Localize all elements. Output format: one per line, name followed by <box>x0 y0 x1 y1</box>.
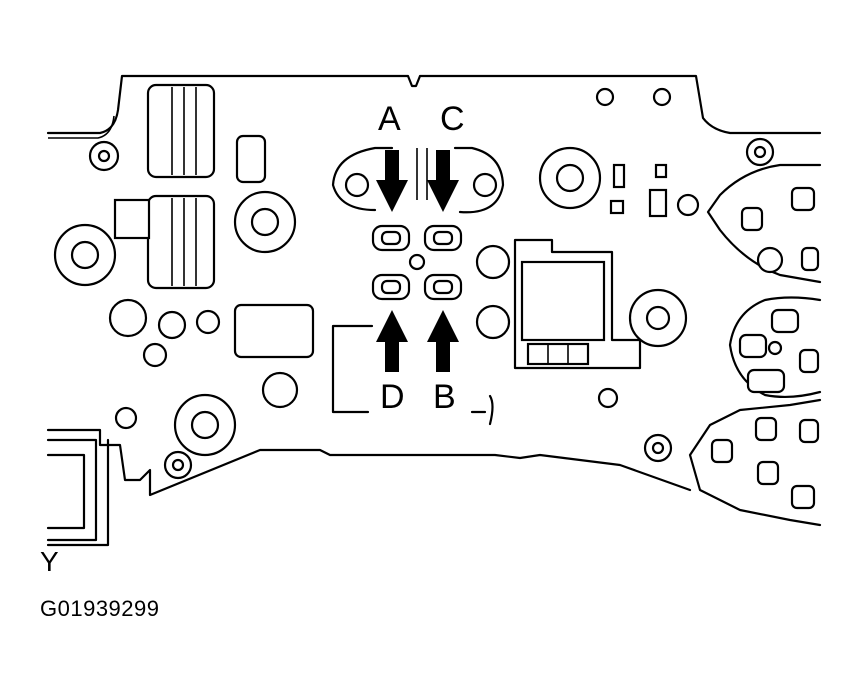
housing-bracket <box>513 238 642 370</box>
component-block-upper <box>146 83 216 179</box>
label-a: A <box>378 100 401 138</box>
connector-tab <box>113 198 151 240</box>
rect-pad <box>233 303 315 359</box>
arrow-b-up <box>427 310 459 372</box>
label-b: B <box>433 378 456 416</box>
dial-region-middle <box>728 296 822 399</box>
plate-outline <box>46 74 822 527</box>
socket-outline <box>331 146 505 214</box>
plate-edge-inner <box>48 115 115 139</box>
arrow-d-up <box>376 310 408 372</box>
arrow-c-down <box>427 150 459 212</box>
arrow-a-down <box>376 150 408 212</box>
small-pad <box>235 134 267 184</box>
component-block-lower <box>146 194 216 290</box>
figure-code: G01939299 <box>40 596 160 621</box>
bottom-left-bracket <box>46 438 110 547</box>
view-label: Y <box>40 546 59 577</box>
label-c: C <box>440 100 465 138</box>
label-d: D <box>380 378 405 416</box>
